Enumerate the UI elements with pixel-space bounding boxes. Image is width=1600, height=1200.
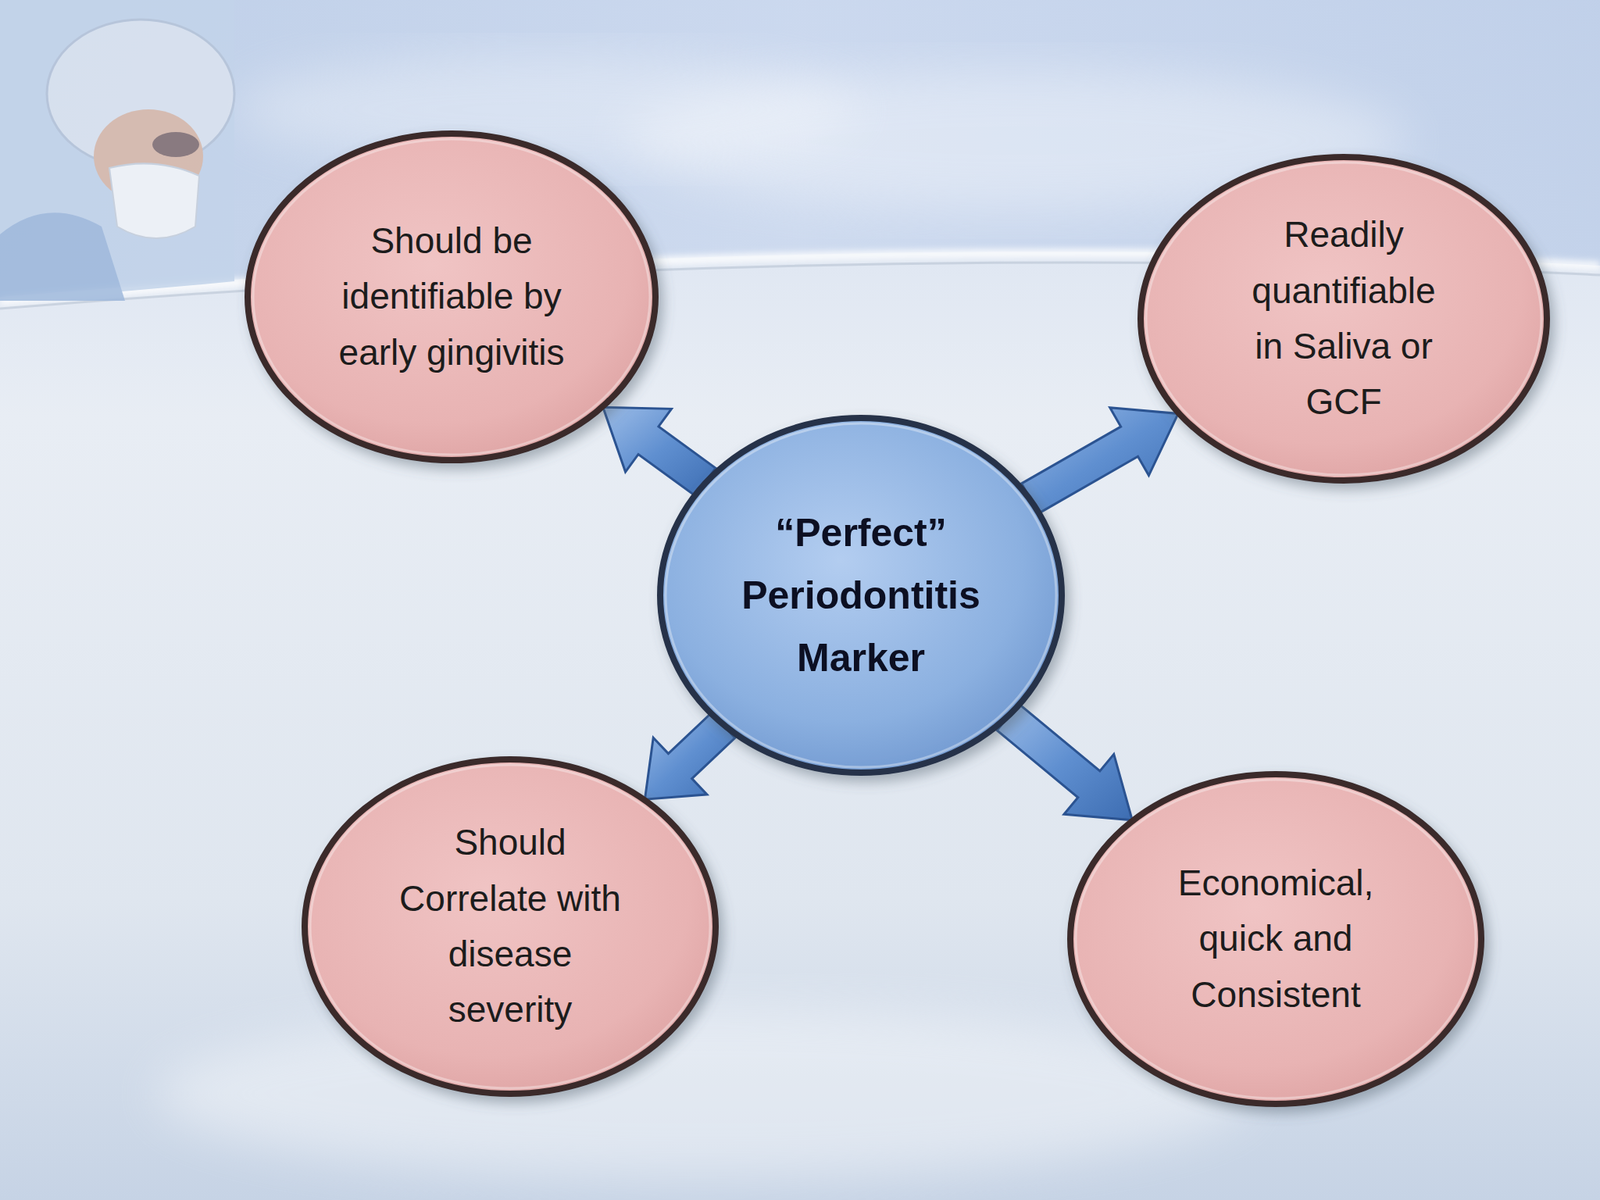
- surgeon-photo: [0, 0, 235, 301]
- node-text-box: Readily quantifiable in Saliva or GCF: [1136, 153, 1551, 485]
- photo-backdrop: [0, 0, 235, 301]
- inner-highlight: [253, 139, 650, 455]
- cloud: [234, 54, 860, 165]
- ellipse-shape: [1140, 157, 1547, 481]
- gown: [0, 212, 125, 301]
- cloud: [156, 1007, 1250, 1180]
- inner-highlight: [1146, 162, 1542, 475]
- marker-circle: “Perfect” Periodontitis Marker: [656, 414, 1066, 777]
- node-outline: [300, 755, 720, 1098]
- inner-highlight: [1075, 779, 1476, 1099]
- node-text-box: Should be identifiable by early gingivit…: [243, 129, 660, 465]
- criterion-text: Economical, quick and Consistent: [1158, 855, 1393, 1023]
- criterion-text: Readily quantifiable in Saliva or GCF: [1236, 207, 1452, 430]
- criterion-ellipse: Should Correlate with disease severity: [300, 755, 720, 1098]
- node-text-box: Should Correlate with disease severity: [300, 755, 720, 1098]
- face-mask: [109, 163, 200, 239]
- ellipse-shape: [304, 759, 716, 1094]
- ellipse-shape: [1070, 774, 1482, 1104]
- criterion-text: Should be identifiable by early gingivit…: [310, 213, 593, 381]
- block-arrow: [603, 407, 716, 496]
- block-arrow: [1021, 407, 1179, 514]
- node-text-box: “Perfect” Periodontitis Marker: [656, 414, 1066, 777]
- criterion-ellipse: Readily quantifiable in Saliva or GCF: [1136, 153, 1551, 485]
- node-outline: [1136, 153, 1551, 485]
- center-label: “Perfect” Periodontitis Marker: [728, 501, 994, 690]
- glasses: [152, 132, 200, 158]
- inner-highlight: [310, 764, 711, 1089]
- node-text-box: Economical, quick and Consistent: [1066, 770, 1486, 1108]
- block-arrow: [996, 703, 1133, 821]
- ellipse-shape: [247, 133, 656, 461]
- inner-highlight: [665, 423, 1057, 768]
- criterion-ellipse: Should be identifiable by early gingivit…: [243, 129, 660, 465]
- criterion-text: Should Correlate with disease severity: [392, 814, 628, 1038]
- criterion-ellipse: Economical, quick and Consistent: [1066, 770, 1486, 1108]
- circle-shape: [660, 417, 1062, 773]
